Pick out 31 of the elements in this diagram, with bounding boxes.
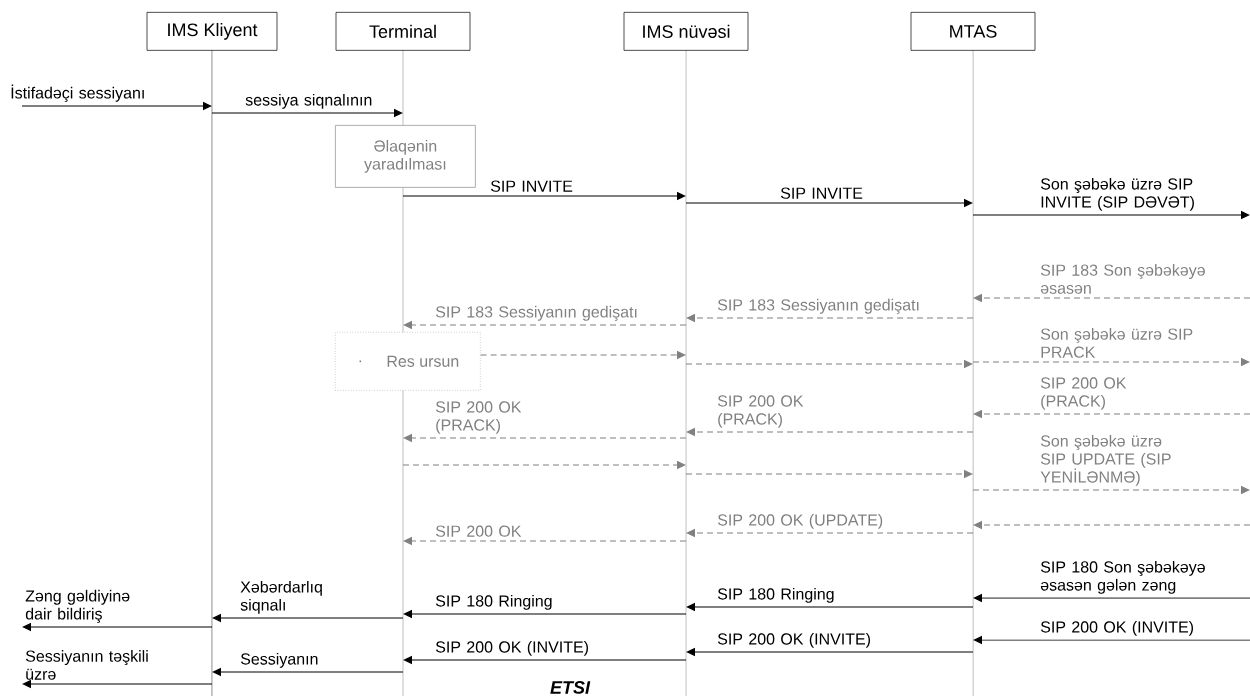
message-label: SIP 200 OK (INVITE) (717, 632, 870, 648)
message-label: SIP 180 Ringing (717, 587, 834, 603)
note-box: . Res ursun (335, 332, 481, 391)
message-label: SIP 200 OK (INVITE) (1040, 620, 1193, 636)
message-label: SIP 180 Son şəbəkəyə əsasən gələn zəng (1040, 560, 1205, 594)
message-label: Son şəbəkə üzrə SIP PRACK (1040, 328, 1193, 358)
message-label: Son şəbəkə üzrə SIP UPDATE (SIP YENİLƏNMƏ) (1040, 434, 1171, 486)
message-label: SIP 183 Son şəbəkəyə əsasən (1040, 264, 1205, 294)
message-label: Sessiyanın (240, 652, 318, 668)
message-label: SIP 183 Sessiyanın gedişatı (435, 305, 637, 321)
message-label: İstifadəçi sessiyanı (11, 84, 144, 102)
message-label: Xəbərdarlıq siqnalı (240, 580, 322, 614)
message-label: SIP INVITE (780, 187, 863, 199)
message-label: sessiya siqnalının (245, 93, 372, 109)
message-label: Zəng gəldiyinə dair bildiriş (25, 589, 130, 623)
message-label: SIP INVITE (490, 180, 573, 192)
message-label: Sessiyanın təşkili üzrə (25, 650, 148, 680)
message-label: SIP 200 OK (UPDATE) (717, 513, 883, 529)
message-label: SIP 200 OK (PRACK) (717, 395, 804, 428)
message-label: SIP 200 OK (435, 525, 522, 537)
message-label: SIP 200 OK (INVITE) (435, 640, 588, 656)
message-label: SIP 200 OK (PRACK) (435, 401, 522, 434)
message-label: SIP 180 Ringing (435, 594, 552, 610)
message-label: SIP 200 OK (PRACK) (1040, 377, 1127, 410)
message-label: SIP 183 Sessiyanın gedişatı (717, 298, 919, 314)
source-note: ETSI (550, 681, 591, 694)
lifeline-header: MTAS (910, 12, 1036, 51)
lifeline-header: IMS nüvəsi (623, 12, 749, 51)
message-label: Son şəbəkə üzrə SIP INVITE (SIP DƏVƏT) (1040, 177, 1194, 211)
lifeline-header: IMS Kliyent (146, 12, 278, 51)
lifeline-header: Terminal (335, 12, 471, 51)
